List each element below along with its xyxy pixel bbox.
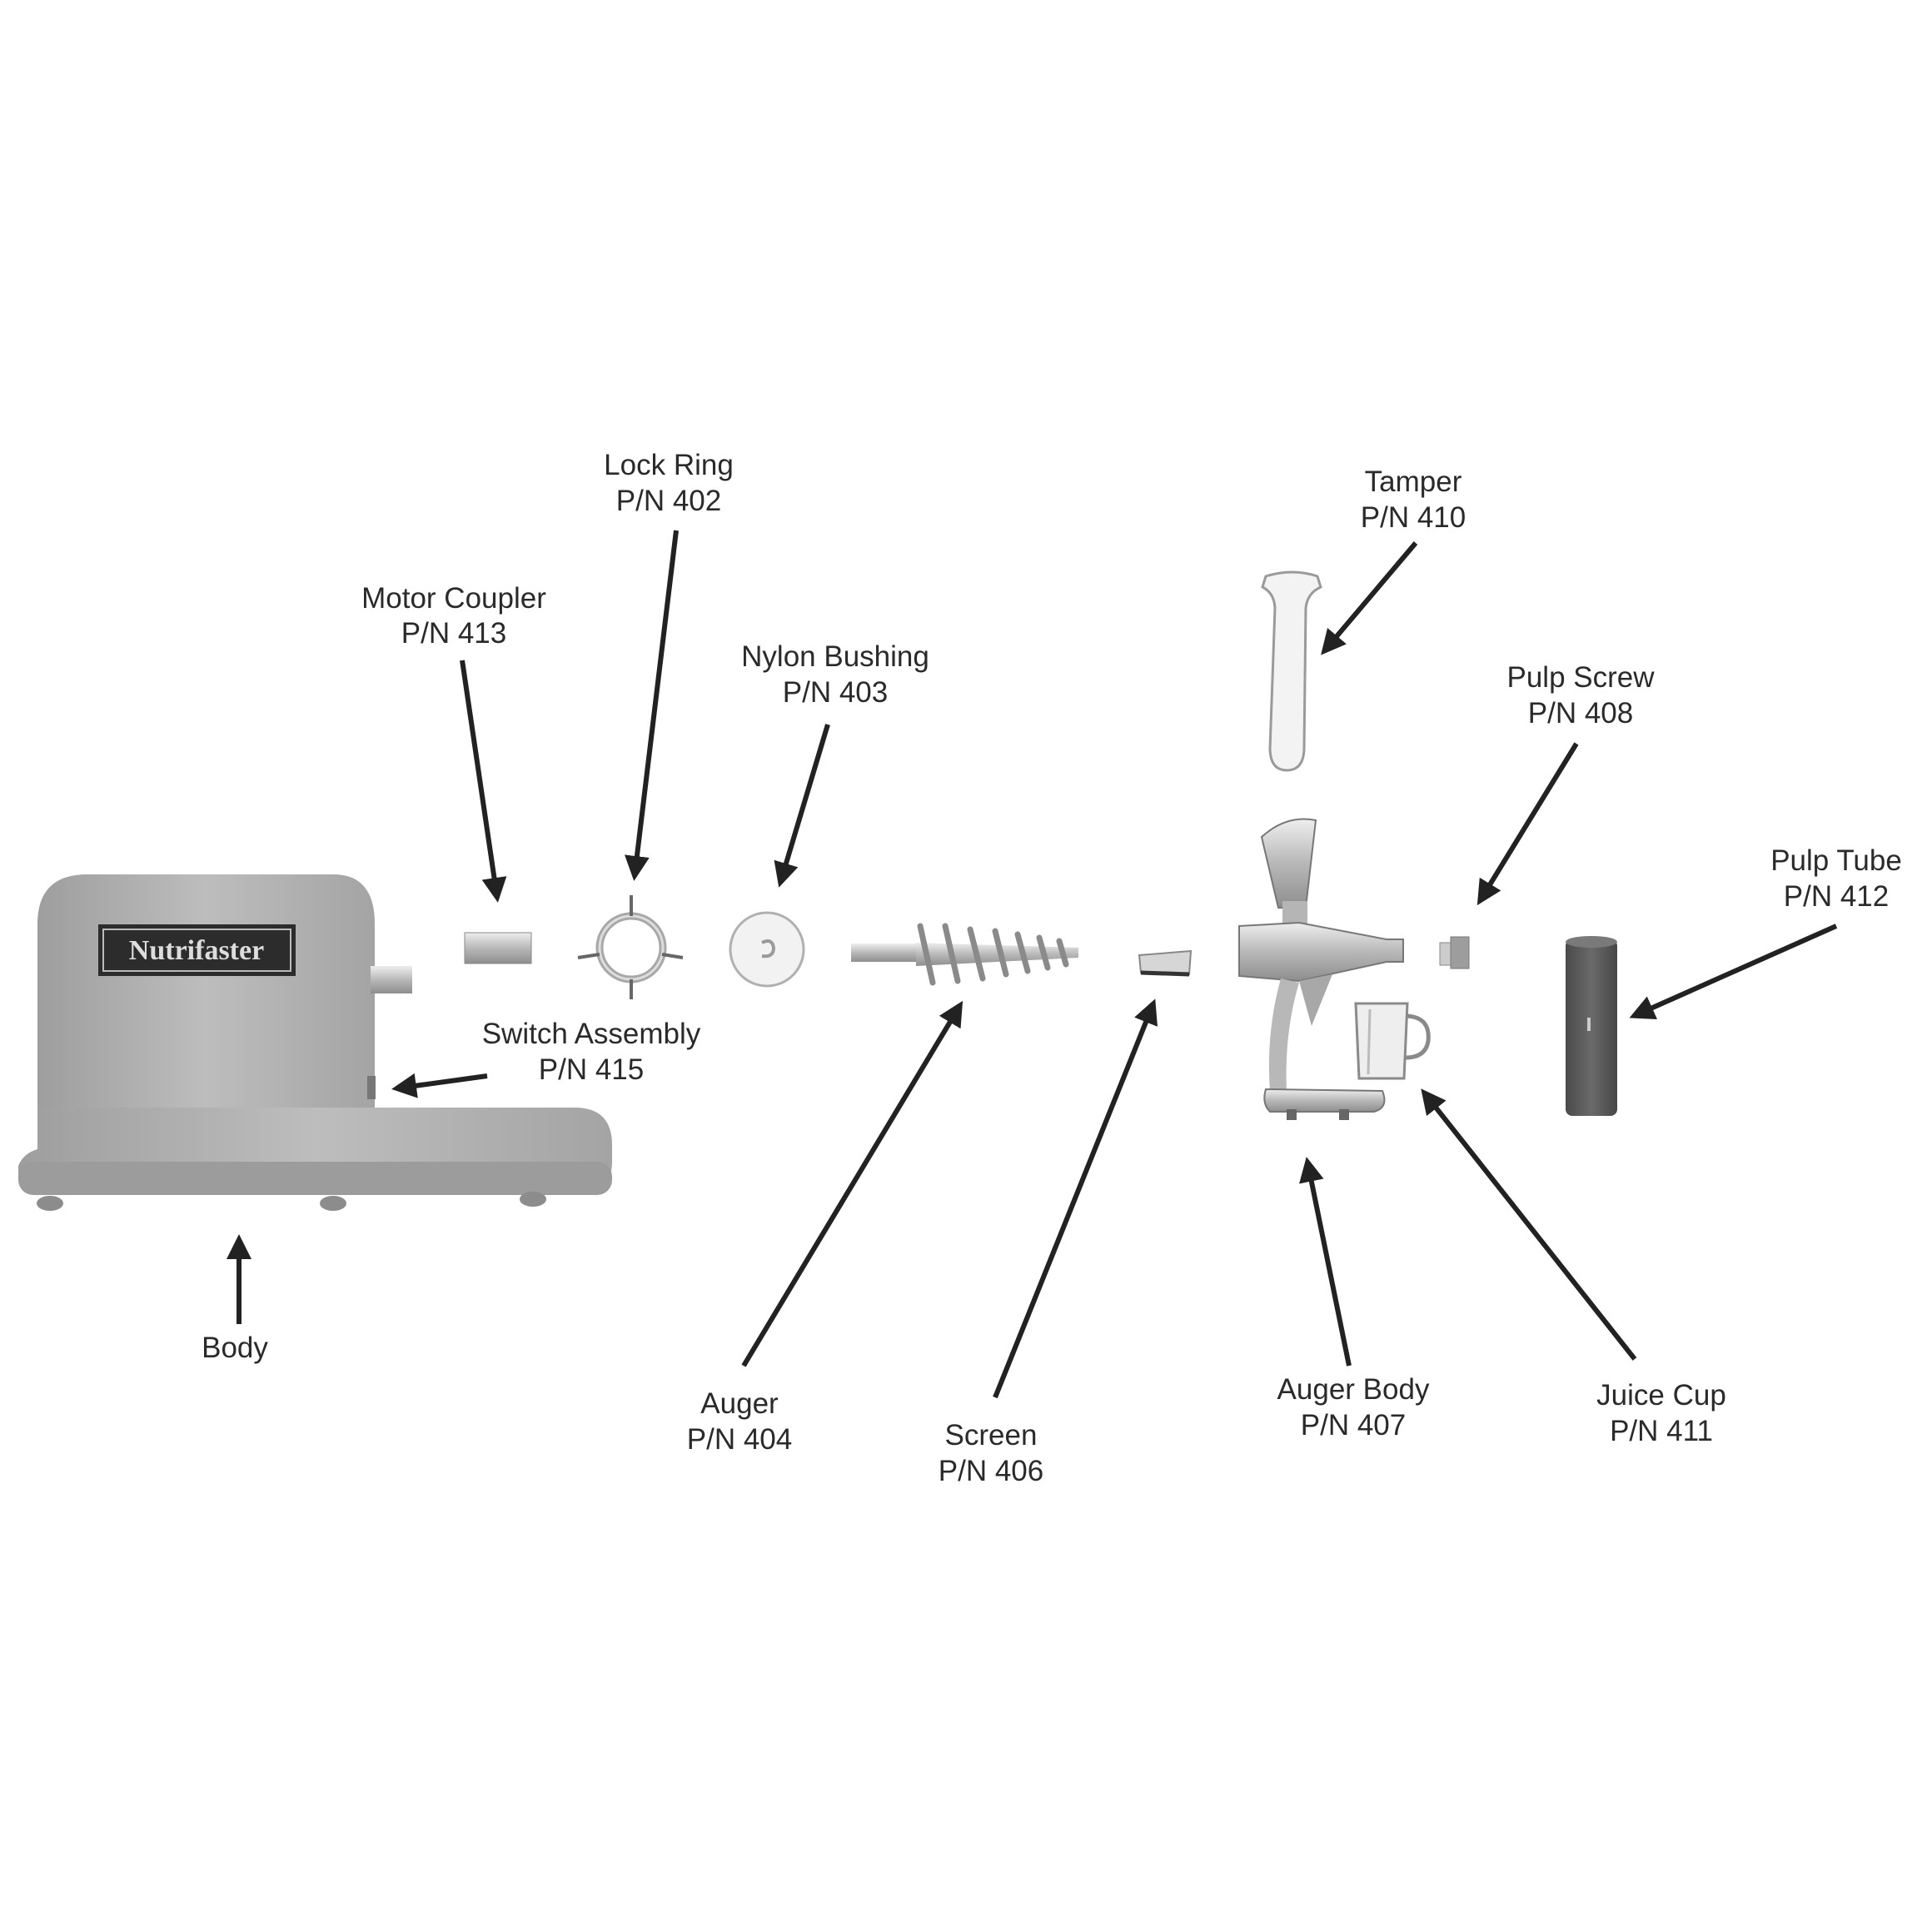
label-auger-body-pn: P/N 407 (1301, 1409, 1406, 1442)
label-screen-pn: P/N 406 (939, 1455, 1043, 1487)
nylon-bushing-part (729, 911, 805, 988)
label-lock-ring-name: Lock Ring (604, 449, 734, 481)
label-switch-assembly-pn: P/N 415 (539, 1053, 644, 1086)
label-tamper: Tamper P/N 410 (1361, 466, 1466, 534)
arrow-screen (993, 998, 1158, 1399)
callout-arrows (227, 530, 1838, 1399)
label-tamper-pn: P/N 410 (1361, 501, 1466, 534)
foot (320, 1196, 346, 1211)
arrow-pulp-tube (1629, 924, 1838, 1019)
label-switch-assembly: Switch Assembly P/N 415 (482, 1018, 701, 1086)
label-auger-name: Auger (700, 1387, 779, 1420)
brand-logo: Nutrifaster (129, 935, 264, 966)
label-body-name: Body (202, 1332, 268, 1364)
label-auger-pn: P/N 404 (687, 1423, 792, 1456)
label-switch-assembly-name: Switch Assembly (482, 1018, 701, 1050)
label-motor-coupler-pn: P/N 413 (401, 617, 506, 650)
lock-ring-part (577, 895, 684, 999)
arrow-switch-assembly (391, 1073, 488, 1098)
label-pulp-tube-pn: P/N 412 (1784, 880, 1889, 913)
label-body: Body (202, 1332, 268, 1364)
arrow-motor-coupler (460, 660, 507, 903)
label-nylon-bushing: Nylon Bushing P/N 403 (741, 640, 929, 709)
tamper-part (1261, 570, 1322, 772)
pulp-tube-part (1566, 936, 1617, 1116)
label-juice-cup: Juice Cup P/N 411 (1596, 1379, 1726, 1447)
label-pulp-screw-pn: P/N 408 (1528, 697, 1633, 729)
label-pulp-screw-name: Pulp Screw (1506, 661, 1655, 694)
arrow-pulp-screw (1476, 742, 1579, 906)
label-screen: Screen P/N 406 (939, 1419, 1043, 1487)
switch-tab (367, 1076, 376, 1099)
label-auger-body: Auger Body P/N 407 (1277, 1373, 1430, 1442)
label-auger: Auger P/N 404 (687, 1387, 792, 1456)
label-pulp-screw: Pulp Screw P/N 408 (1506, 661, 1655, 729)
label-auger-body-name: Auger Body (1277, 1373, 1430, 1406)
arrow-lock-ring (624, 530, 679, 881)
label-lock-ring: Lock Ring P/N 402 (604, 449, 734, 517)
label-juice-cup-pn: P/N 411 (1610, 1415, 1713, 1447)
foot (520, 1192, 546, 1207)
arrow-auger-body (1299, 1157, 1352, 1367)
arrow-tamper (1321, 541, 1418, 655)
motor-shaft (371, 966, 412, 993)
label-nylon-bushing-name: Nylon Bushing (741, 640, 929, 673)
label-motor-coupler-name: Motor Coupler (361, 582, 546, 615)
label-nylon-bushing-pn: P/N 403 (783, 676, 888, 709)
arrow-nylon-bushing (774, 724, 830, 888)
auger-part (851, 923, 1078, 986)
label-motor-coupler: Motor Coupler P/N 413 (361, 582, 546, 650)
auger-body-part (1238, 818, 1404, 1120)
foot (37, 1196, 63, 1211)
label-pulp-tube: Pulp Tube P/N 412 (1770, 844, 1902, 913)
pulp-screw-part (1439, 936, 1470, 969)
motor-coupler-part (464, 932, 532, 964)
label-tamper-name: Tamper (1365, 466, 1462, 498)
arrow-juice-cup (1421, 1088, 1637, 1361)
juice-cup-part (1354, 1002, 1431, 1080)
label-pulp-tube-name: Pulp Tube (1770, 844, 1902, 877)
label-lock-ring-pn: P/N 402 (616, 485, 721, 517)
label-screen-name: Screen (945, 1419, 1038, 1451)
juicer-body: Nutrifaster (18, 874, 612, 1211)
brand-plate (98, 924, 296, 976)
arrow-auger (741, 1000, 964, 1367)
label-juice-cup-name: Juice Cup (1596, 1379, 1726, 1412)
